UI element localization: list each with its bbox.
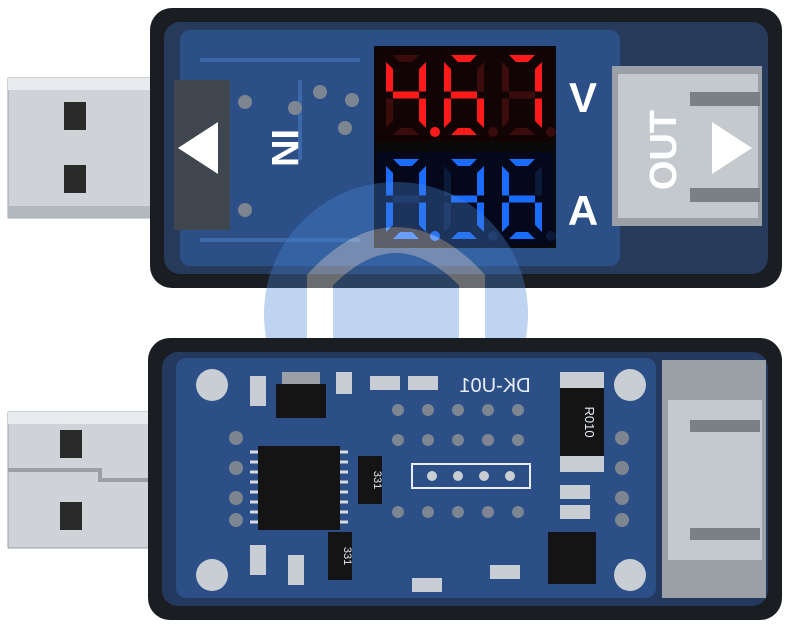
output-label: OUT: [643, 110, 685, 190]
voltage-display: [386, 55, 556, 137]
main-ic: [258, 446, 340, 530]
voltage-unit: V: [569, 74, 597, 121]
usb-plug-top: [7, 77, 159, 219]
ic-label-2: 331: [341, 547, 353, 565]
board-label: DK-U01: [459, 375, 530, 397]
bottom-device: 331 331 DK-U01 R010: [7, 338, 782, 620]
mosfet: [548, 532, 596, 584]
usb-receptacle-bottom: [662, 360, 766, 598]
top-device: IN V A OUT: [7, 8, 782, 288]
shunt-resistor: [560, 372, 604, 472]
resistor-label: R010: [582, 406, 597, 437]
input-label: IN: [263, 129, 305, 167]
ic-label-1: 331: [371, 471, 383, 489]
usb-receptacle-top: [612, 66, 762, 226]
current-display: [386, 159, 556, 241]
usb-plug-bottom: [7, 411, 159, 549]
current-unit: A: [568, 187, 598, 234]
input-arrow-icon: [178, 122, 218, 174]
regulator-ic: [276, 384, 326, 418]
output-arrow-icon: [712, 122, 752, 174]
